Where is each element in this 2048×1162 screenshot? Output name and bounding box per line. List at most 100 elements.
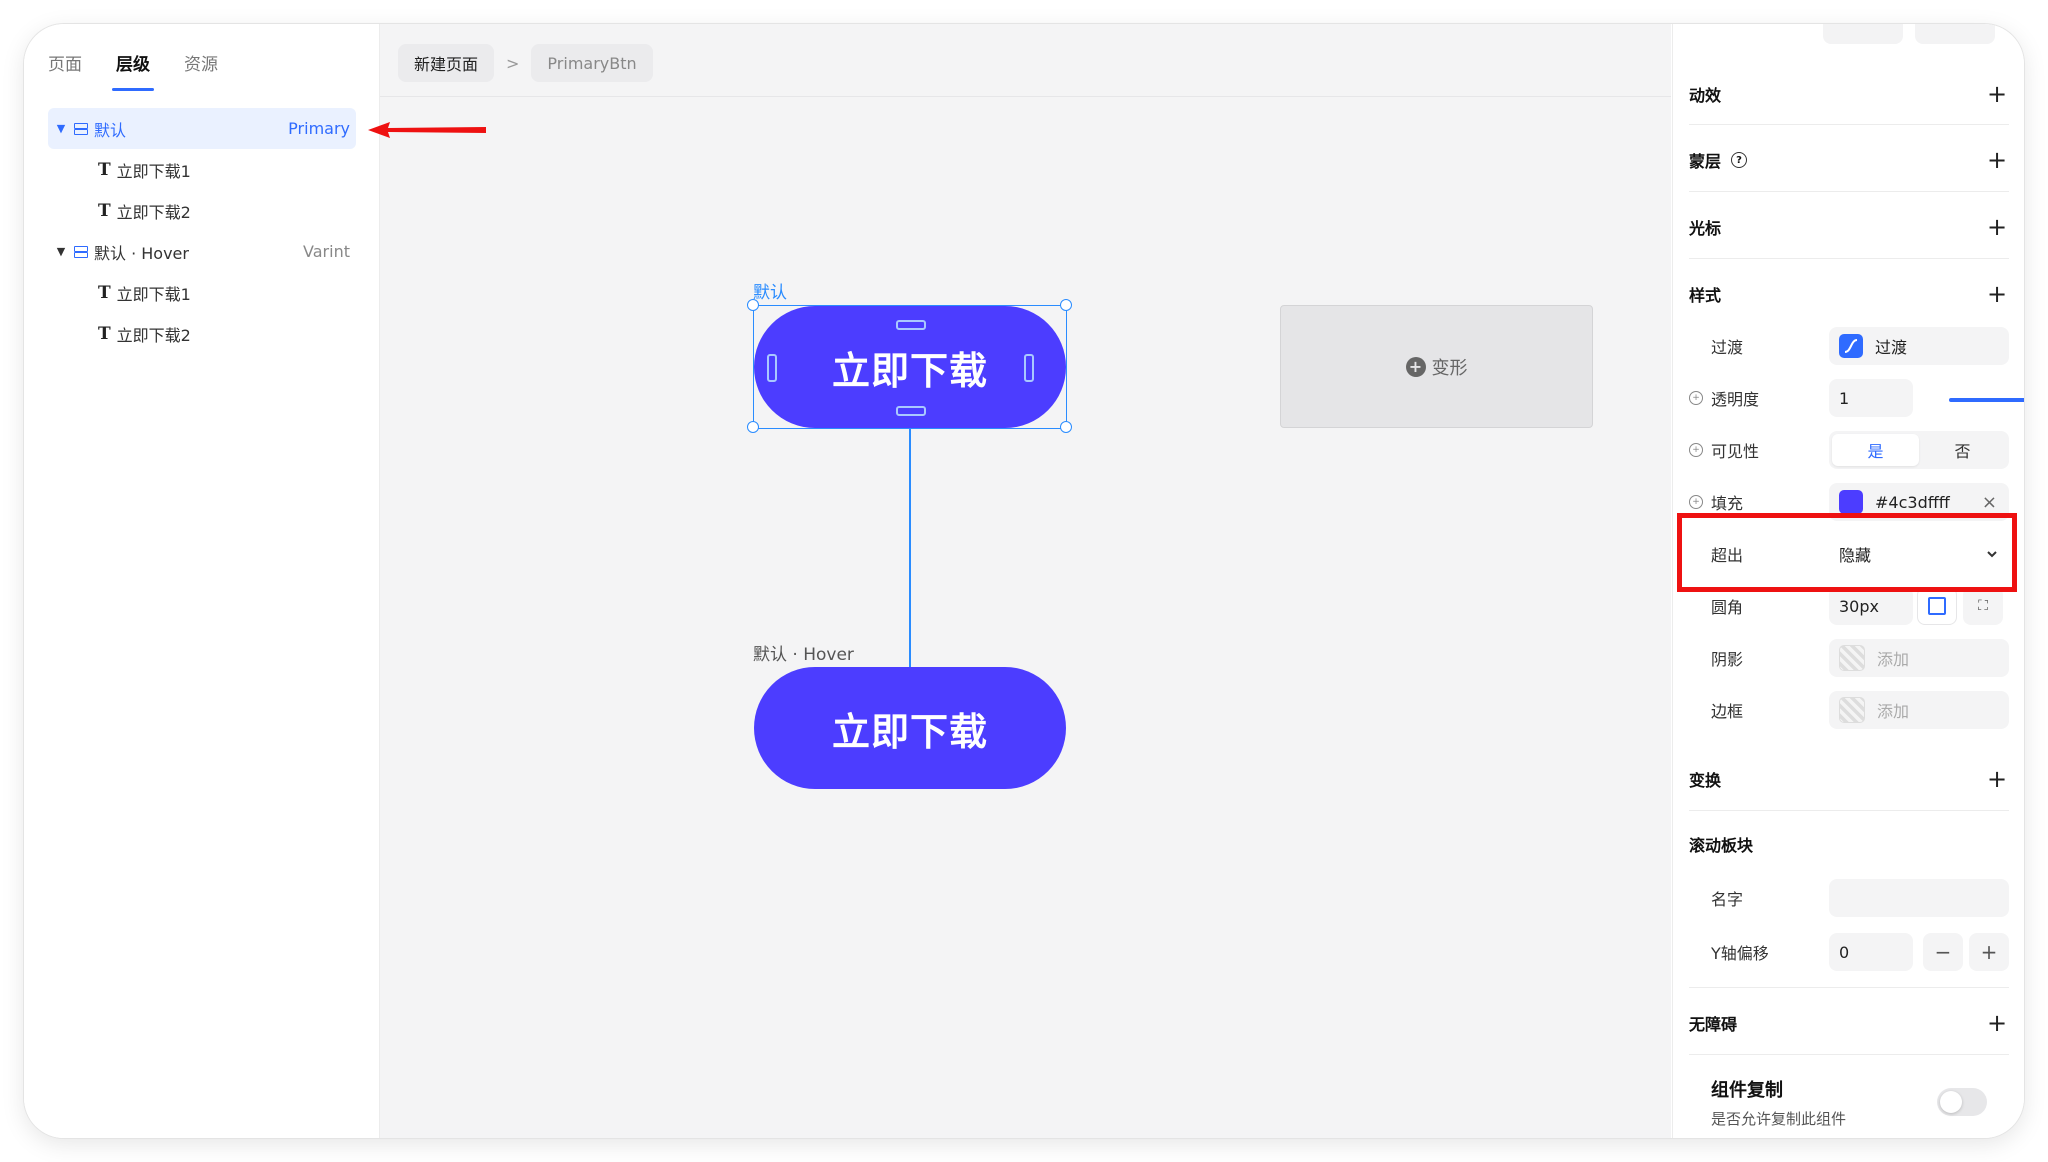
red-arrow-annotation	[368, 122, 486, 138]
breadcrumb-item-page[interactable]: 新建页面	[398, 44, 495, 82]
layer-label: 立即下载2	[116, 202, 191, 222]
variant-tag: Varint	[303, 242, 350, 261]
section-animation: 动效 +	[1689, 80, 2009, 108]
divider	[1689, 810, 2009, 811]
add-style-button[interactable]: +	[1986, 280, 2008, 308]
padding-handle[interactable]	[767, 354, 777, 382]
tab-pages[interactable]: 页面	[48, 55, 82, 75]
layer-label: 默认 · Hover	[94, 243, 189, 263]
layer-item-text[interactable]: T 立即下载1	[48, 149, 356, 190]
curve-icon	[1839, 334, 1863, 358]
overflow-select[interactable]: 隐藏	[1829, 535, 2009, 573]
canvas-divider	[380, 96, 1671, 97]
y-offset-stepper: − +	[1923, 933, 2009, 971]
add-cursor-button[interactable]: +	[1986, 213, 2008, 241]
text-layer-icon: T	[98, 323, 111, 344]
uniform-radius-icon[interactable]	[1917, 587, 1957, 625]
section-title: 光标	[1689, 219, 1722, 238]
resize-handle[interactable]	[747, 299, 759, 311]
individual-radius-icon[interactable]: ⛶	[1963, 587, 2003, 625]
layer-label: 立即下载1	[116, 161, 191, 181]
breadcrumb-item-component[interactable]: PrimaryBtn	[531, 44, 653, 82]
prop-label: 边框	[1711, 702, 1744, 721]
text-layer-icon: T	[98, 200, 111, 221]
prop-label: 圆角	[1711, 598, 1744, 617]
primary-button-default[interactable]: 立即下载	[754, 306, 1066, 428]
help-icon[interactable]: ?	[1731, 152, 1748, 168]
copy-component-title: 组件复制	[1711, 1080, 1783, 1101]
visibility-no-option[interactable]: 否	[1954, 442, 1971, 461]
text-layer-icon: T	[98, 159, 111, 180]
layer-label: 默认	[94, 120, 127, 140]
fill-color-swatch[interactable]	[1839, 490, 1863, 514]
layer-tree: ▼ 默认 Primary T 立即下载1 T 立即下载2 ▼ 默认 · Hove…	[48, 108, 356, 354]
visibility-yes-option[interactable]: 是	[1832, 434, 1919, 466]
caret-down-icon[interactable]: ▼	[56, 245, 66, 258]
add-variant-button[interactable]: + 变形	[1280, 305, 1593, 428]
layer-item-default-hover[interactable]: ▼ 默认 · Hover Varint	[48, 231, 356, 272]
breadcrumb: 新建页面 > PrimaryBtn	[398, 44, 653, 82]
section-title: 滚动板块	[1689, 836, 1754, 855]
layer-item-text[interactable]: T 立即下载1	[48, 272, 356, 313]
add-accessibility-button[interactable]: +	[1986, 1009, 2008, 1037]
frame-label-hover[interactable]: 默认 · Hover	[753, 645, 854, 665]
shadow-field[interactable]: 添加	[1829, 639, 2009, 677]
bind-variable-icon[interactable]: +	[1689, 495, 1703, 509]
transition-value: 过渡	[1875, 338, 1908, 357]
divider	[1689, 191, 2009, 192]
opacity-slider[interactable]	[1949, 398, 2024, 402]
prop-label: 名字	[1711, 890, 1744, 909]
fill-value: #4c3dffff	[1875, 492, 1950, 512]
section-style: 样式 +	[1689, 280, 2009, 308]
resize-handle[interactable]	[1060, 299, 1072, 311]
caret-down-icon[interactable]: ▼	[56, 122, 66, 135]
section-title: 无障碍	[1689, 1015, 1738, 1034]
prop-label: 填充	[1711, 494, 1744, 513]
section-transform: 变换 +	[1689, 765, 2009, 793]
scrolled-field	[1915, 24, 1995, 44]
add-transform-button[interactable]: +	[1986, 765, 2008, 793]
prop-visibility: +可见性 是 否	[1689, 430, 2009, 470]
variant-tag: Primary	[288, 119, 350, 138]
prop-y-offset: Y轴偏移 0 − +	[1689, 932, 2009, 972]
bind-variable-icon[interactable]: +	[1689, 443, 1703, 457]
prop-name: 名字	[1689, 878, 2009, 918]
section-accessibility: 无障碍 +	[1689, 1009, 2009, 1037]
border-field[interactable]: 添加	[1829, 691, 2009, 729]
copy-component-toggle[interactable]	[1937, 1088, 1987, 1116]
clear-icon[interactable]: ×	[1981, 491, 1997, 513]
layer-item-default[interactable]: ▼ 默认 Primary	[48, 108, 356, 149]
section-title-wrap: 蒙层 ?	[1689, 148, 1748, 172]
component-icon	[74, 245, 88, 258]
y-offset-input[interactable]: 0	[1829, 933, 1913, 971]
opacity-input[interactable]: 1	[1829, 379, 1913, 417]
increment-button[interactable]: +	[1969, 933, 2009, 971]
resize-handle[interactable]	[747, 421, 759, 433]
design-canvas[interactable]: 新建页面 > PrimaryBtn 默认 立即下载 默认 · Hover 立即下…	[380, 24, 1671, 1138]
bind-variable-icon[interactable]: +	[1689, 391, 1703, 405]
section-title: 蒙层	[1689, 152, 1722, 171]
decrement-button[interactable]: −	[1923, 933, 1963, 971]
prop-label-wrap: +透明度	[1689, 386, 1829, 410]
padding-handle[interactable]	[896, 406, 926, 416]
add-animation-button[interactable]: +	[1986, 80, 2008, 108]
name-input[interactable]	[1829, 879, 2009, 917]
padding-handle[interactable]	[1024, 354, 1034, 382]
add-variant-label: 变形	[1431, 357, 1468, 379]
layer-item-text[interactable]: T 立即下载2	[48, 313, 356, 354]
left-tabs: 页面 层级 资源	[48, 50, 218, 91]
radius-input[interactable]: 30px	[1829, 587, 1913, 625]
tab-assets[interactable]: 资源	[184, 55, 218, 75]
tab-layers[interactable]: 层级	[112, 50, 154, 91]
resize-handle[interactable]	[1060, 421, 1072, 433]
transition-field[interactable]: 过渡	[1829, 327, 2009, 365]
variant-connector	[909, 428, 911, 689]
primary-button-hover[interactable]: 立即下载	[754, 667, 1066, 789]
scrolled-field	[1823, 24, 1903, 44]
padding-handle[interactable]	[896, 320, 926, 330]
layers-panel: 页面 层级 资源 ▼ 默认 Primary T 立即下载1 T 立即下载2 ▼	[24, 24, 380, 1138]
add-mask-button[interactable]: +	[1986, 146, 2008, 174]
layer-label: 立即下载2	[116, 325, 191, 345]
layer-item-text[interactable]: T 立即下载2	[48, 190, 356, 231]
frame-label-default[interactable]: 默认	[753, 283, 787, 303]
